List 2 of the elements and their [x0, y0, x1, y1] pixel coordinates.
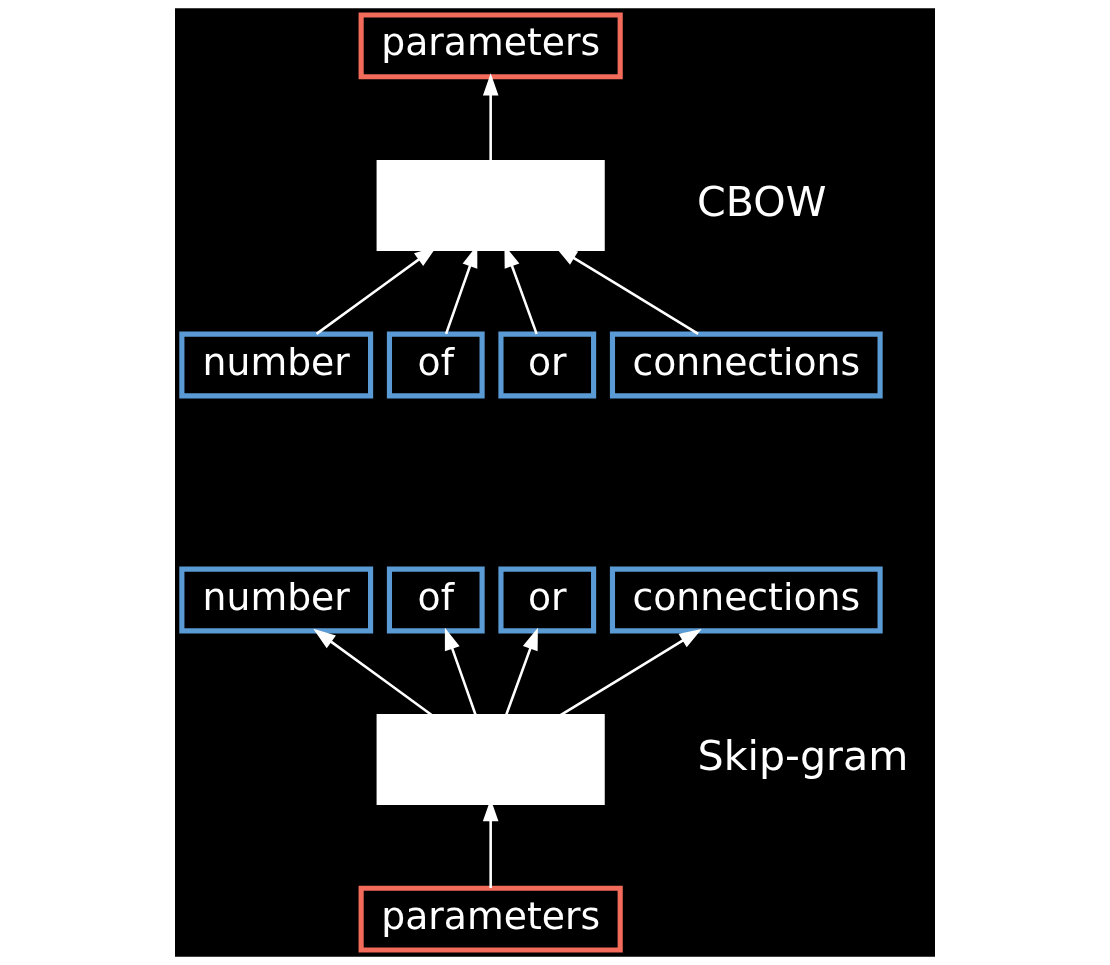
label: CBOW: [697, 178, 827, 227]
label: Skip-gram: [697, 732, 909, 781]
